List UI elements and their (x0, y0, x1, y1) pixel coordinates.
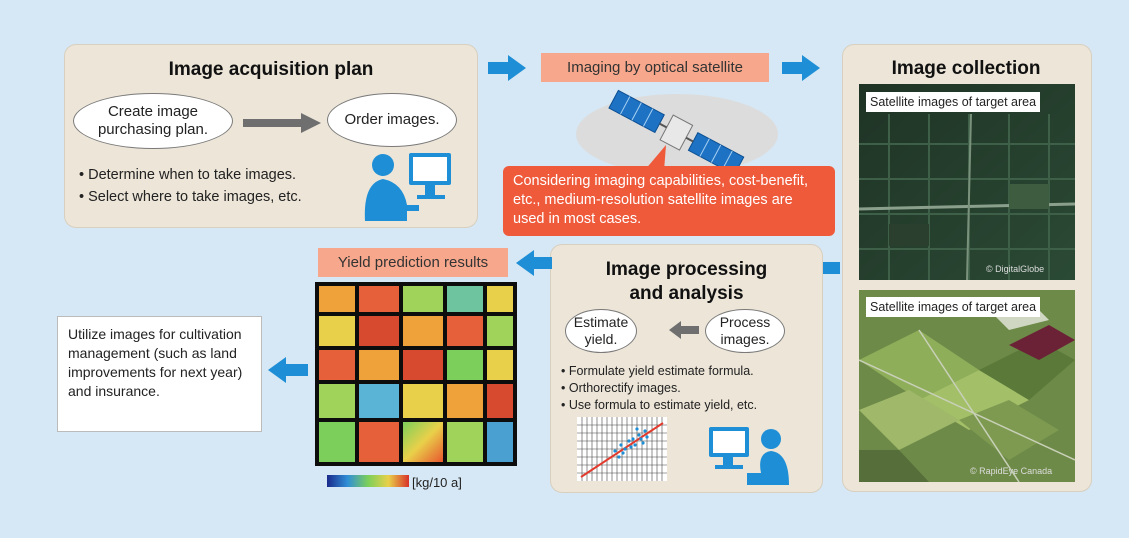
regression-chart-thumbnail (577, 417, 667, 481)
image-collection-title: Image collection (891, 58, 1041, 79)
yield-color-scale (327, 475, 409, 487)
acquisition-plan-title: Image acquisition plan (168, 59, 374, 80)
image-processing-title-2: and analysis (629, 283, 744, 304)
estimate-yield-oval: Estimate yield. (565, 309, 637, 353)
image-processing-title-1: Image processing (605, 259, 768, 280)
flow-arrow-processing-to-results (516, 250, 552, 276)
yield-scale-unit: [kg/10 a] (412, 475, 462, 490)
satellite-image-bottom (859, 290, 1075, 482)
processing-flow-arrow (669, 321, 699, 339)
image-processing-panel: Image processing and analysis Estimate y… (550, 244, 823, 493)
satellite-image-bottom-label: Satellite images of target area (866, 297, 1041, 317)
satellite-image-bottom-copyright: © RapidEye Canada (970, 466, 1053, 476)
utilize-text: Utilize images for cultivation managemen… (57, 316, 262, 432)
imaging-note: Considering imaging capabilities, cost-b… (503, 166, 835, 236)
satellite-illustration (576, 89, 778, 176)
yield-prediction-map (315, 282, 517, 466)
satellite-image-top-copyright: © DigitalGlobe (986, 264, 1045, 274)
flow-arrow-results-to-utilize (268, 357, 308, 383)
order-images-oval: Order images. (327, 93, 457, 147)
plan-bullet-2: • Select where to take images, etc. (79, 189, 302, 205)
flow-arrow-imaging-to-collection (782, 55, 820, 81)
yield-results-label: Yield prediction results (318, 248, 508, 277)
plan-flow-arrow (243, 113, 321, 133)
user-computer-icon (364, 153, 451, 221)
acquisition-plan-panel: Image acquisition plan Create image purc… (64, 44, 478, 228)
note-pointer (644, 145, 666, 171)
satellite-image-top-label: Satellite images of target area (866, 92, 1041, 112)
processing-bullet-2: • Orthorectify images. (561, 381, 681, 395)
process-images-oval: Process images. (705, 309, 785, 353)
processing-bullet-3: • Use formula to estimate yield, etc. (561, 398, 758, 412)
create-plan-oval: Create image purchasing plan. (73, 93, 233, 149)
flow-arrow-plan-to-imaging (488, 55, 526, 81)
imaging-label: Imaging by optical satellite (541, 53, 769, 82)
plan-bullet-1: • Determine when to take images. (79, 167, 297, 183)
processing-bullet-1: • Formulate yield estimate formula. (561, 364, 754, 378)
analyst-computer-icon (709, 427, 789, 485)
satellite-image-top (859, 84, 1075, 280)
